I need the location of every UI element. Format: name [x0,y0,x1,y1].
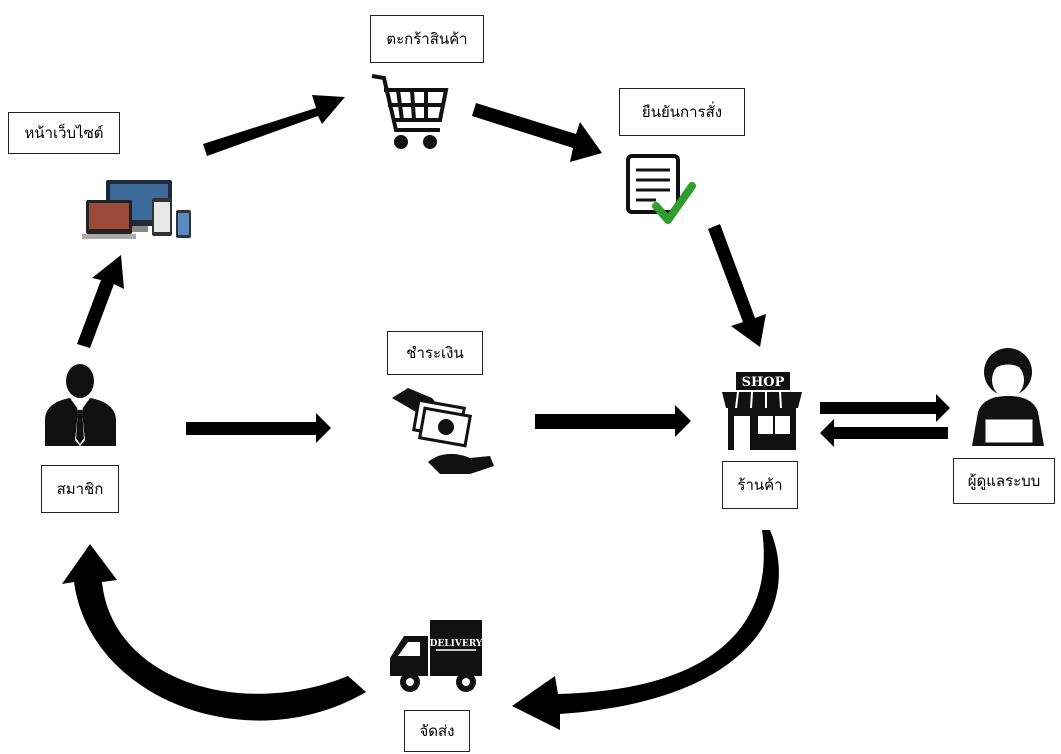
arrow-cart-to-confirm [472,103,602,162]
checklist-document-icon [626,154,696,224]
flow-arrows [62,95,950,730]
arrow-member-to-website [77,255,124,348]
shopping-cart-icon [371,74,449,149]
label-cart: ตะกร้าสินค้า [370,15,484,63]
arrow-delivery-to-member [62,544,366,721]
responsive-devices-icon [82,180,191,239]
businessman-icon [45,364,116,446]
label-confirm: ยืนยันการสั่ง [619,88,745,136]
admin-laptop-icon [972,348,1044,446]
arrow-shop-to-delivery [512,530,779,730]
truck-text: DELIVERY [430,639,483,649]
arrow-website-to-cart [203,95,345,156]
label-website: หน้าเว็บไซต์ [8,112,120,154]
label-admin: ผู้ดูแลระบบ [953,458,1055,504]
label-payment: ชำระเงิน [387,331,483,375]
label-member: สมาชิก [41,465,119,513]
arrow-admin-to-shop [820,419,948,447]
label-delivery: จัดส่ง [404,710,470,752]
arrow-shop-to-admin [820,394,950,422]
arrow-confirm-to-shop [708,224,766,347]
shop-sign-text: SHOP [742,375,785,390]
delivery-truck-icon: DELIVERY [390,620,483,692]
arrow-payment-to-shop [535,405,691,437]
shop-storefront-icon: SHOP [722,372,802,450]
label-shop: ร้านค้า [722,461,798,509]
arrow-member-to-payment [186,413,331,443]
money-exchange-icon [392,388,494,474]
